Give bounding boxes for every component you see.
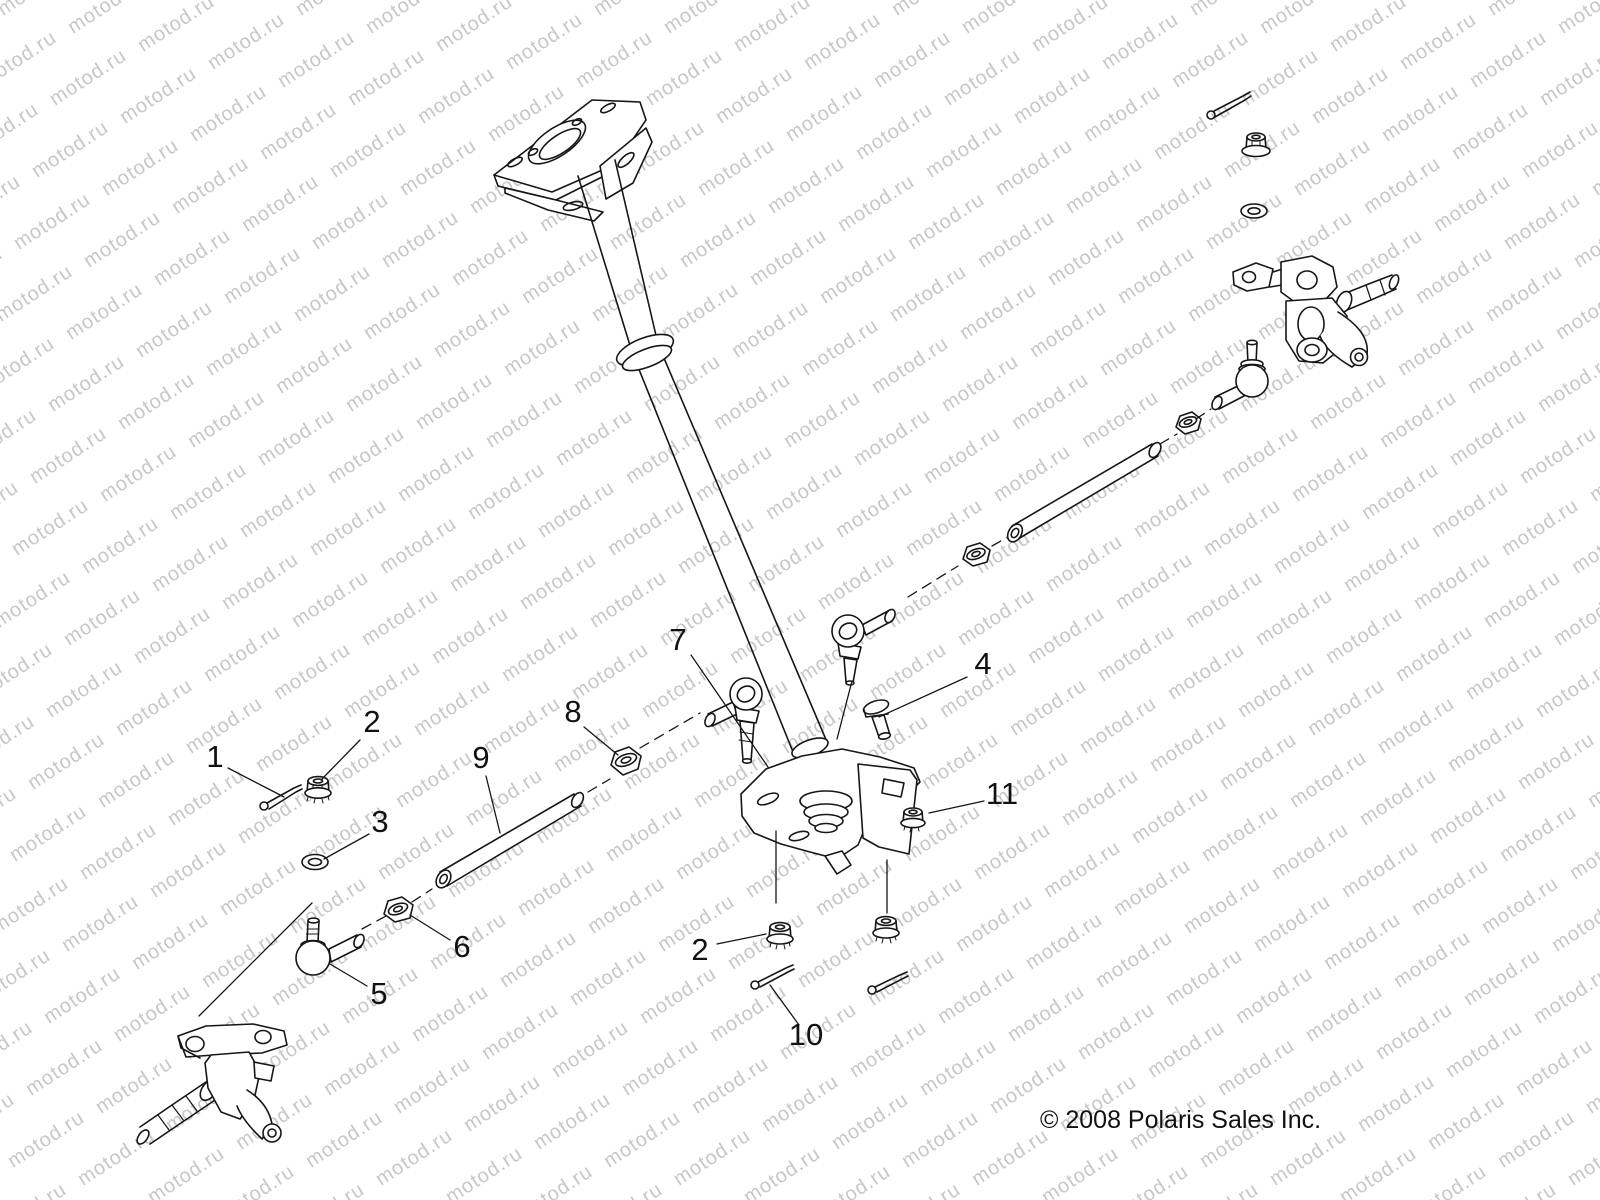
hex-jam-nut-left-inner <box>383 896 414 923</box>
bolt <box>862 699 892 740</box>
assembly-axis-dashed-lines <box>361 408 1212 930</box>
cotter-pin-bottom-left <box>750 964 795 990</box>
flange-nut-left <box>304 775 332 804</box>
washer-top-right <box>1240 203 1268 219</box>
tie-rod-tube-right <box>1006 441 1162 543</box>
cotter-pin-bottom-right <box>867 971 909 995</box>
tie-rod-tube-left <box>435 791 585 889</box>
outer-tie-rod-end-left <box>295 917 365 976</box>
leader-lines <box>227 654 985 1026</box>
steering-column-mount-plate <box>493 99 653 222</box>
cotter-pin-top-right <box>1206 91 1252 120</box>
steering-column-shaft <box>577 159 829 759</box>
flange-nut-top-right <box>1241 132 1271 158</box>
cotter-pin-left <box>259 784 303 811</box>
hex-jam-nut-left-outer <box>610 746 642 776</box>
hex-jam-nut-right-inner <box>962 542 991 567</box>
copyright-text: © 2008 Polaris Sales Inc. <box>1040 1106 1322 1134</box>
flange-nut-bottom-left <box>766 921 794 950</box>
inner-tie-rod-end-left <box>704 677 763 764</box>
hex-jam-nut-right-outer <box>1175 411 1202 435</box>
steering-knuckle-right <box>1232 255 1400 368</box>
flange-nut-bottom-right <box>872 915 900 944</box>
steering-knuckle-left <box>136 1023 288 1145</box>
washer-left <box>301 853 329 871</box>
outer-tie-rod-end-right <box>1211 339 1269 411</box>
assembly-lines <box>198 680 888 1017</box>
inner-tie-rod-end-right <box>831 608 896 686</box>
column-lower-bracket <box>740 748 921 875</box>
flange-nut-item-11 <box>900 807 926 833</box>
